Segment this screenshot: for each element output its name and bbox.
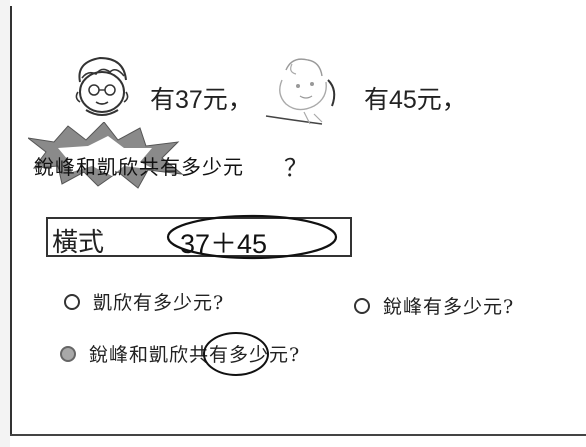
option-label: 銳峰和凱欣共有多少元?: [89, 344, 301, 366]
formula-expression: 37＋45: [180, 229, 268, 259]
keyword-circle-mark: [203, 332, 269, 376]
starburst-highlight: [28, 122, 184, 189]
option-label: 凱欣有多少元?: [93, 292, 225, 314]
option-radio[interactable]: [64, 293, 80, 310]
girl-illustration-icon: [265, 58, 336, 125]
boy-illustration-icon: [75, 56, 129, 116]
question-mark: ？: [284, 155, 308, 182]
formula-box: 橫式 37＋45: [46, 214, 352, 260]
option-radio[interactable]: [354, 297, 370, 314]
option-ruifeng[interactable]: 銳峰有多少元?: [354, 292, 514, 319]
question-text: 銳峰和凱欣共有多少元: [34, 155, 244, 179]
option-label: 銳峰有多少元?: [383, 296, 515, 318]
option-total[interactable]: 銳峰和凱欣共有多少元?: [60, 340, 300, 367]
option-radio-selected[interactable]: [60, 345, 76, 362]
formula-circle-mark: [166, 214, 338, 260]
formula-label: 橫式: [52, 228, 105, 258]
person1-amount-text: 有37元，: [150, 86, 253, 114]
option-kaixin[interactable]: 凱欣有多少元?: [64, 288, 224, 315]
person2-amount-text: 有45元，: [364, 86, 467, 114]
worksheet-bottom-border: [10, 434, 586, 436]
worksheet-left-border: [10, 6, 12, 436]
